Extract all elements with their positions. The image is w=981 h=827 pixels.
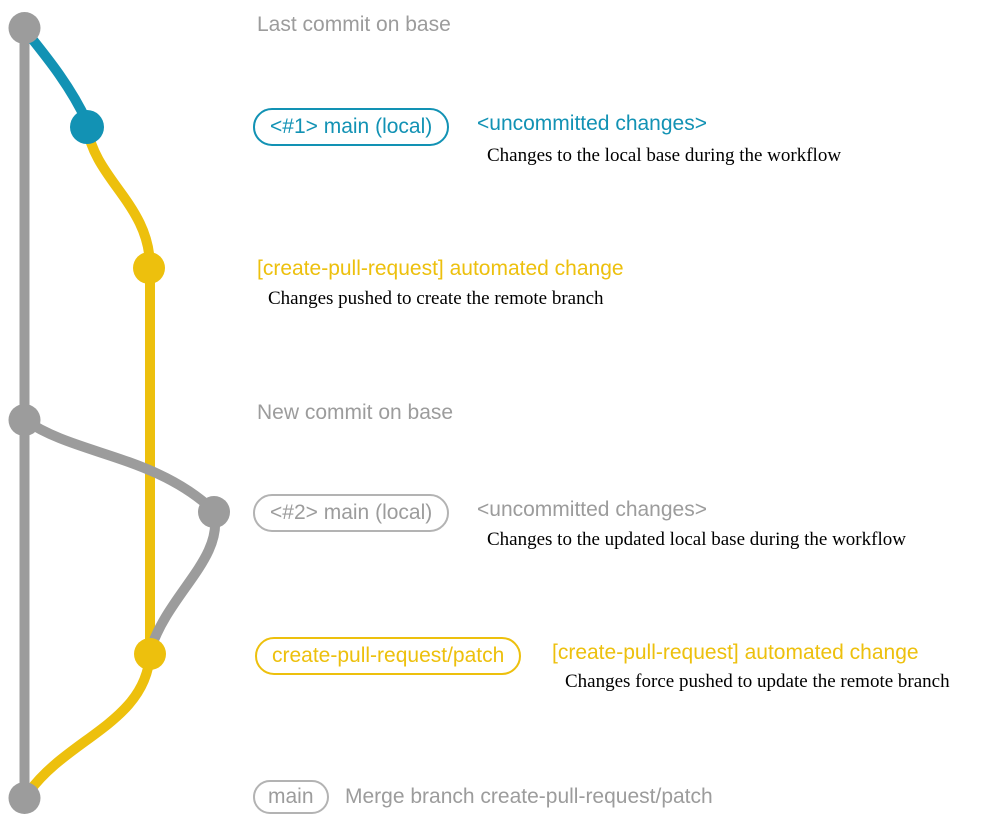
commit-dot-patch-2	[134, 638, 166, 670]
commit-dot-uncommitted-1	[70, 110, 104, 144]
rebase-edge-1	[20, 415, 219, 516]
description-uncommitted-changes-2: Changes to the updated local base during…	[487, 529, 906, 550]
badge-main: main	[253, 780, 329, 814]
commit-dot-uncommitted-2	[198, 496, 230, 528]
annotation-automated-change-2: [create-pull-request] automated change	[552, 641, 919, 664]
badge-patch-branch: create-pull-request/patch	[255, 637, 522, 675]
description-automated-change-2: Changes force pushed to update the remot…	[565, 671, 950, 692]
badge-main-local-1: <#1> main (local)	[253, 108, 450, 146]
annotation-automated-change-1: [create-pull-request] automated change	[257, 257, 624, 280]
commit-dot-last-base	[8, 12, 41, 44]
commit-dot-merge	[8, 782, 41, 814]
annotation-merge-branch: Merge branch create-pull-request/patch	[345, 785, 713, 808]
annotation-uncommitted-changes-1: <uncommitted changes>	[477, 112, 707, 135]
description-uncommitted-changes-1: Changes to the local base during the wor…	[487, 145, 842, 166]
commit-dot-patch-1	[133, 252, 165, 284]
annotation-new-commit-on-base: New commit on base	[257, 401, 454, 424]
annotation-last-commit-on-base: Last commit on base	[257, 13, 451, 36]
annotation-uncommitted-changes-2: <uncommitted changes>	[477, 498, 707, 521]
commit-dot-new-base	[8, 404, 41, 436]
badge-main-local-2: <#2> main (local)	[253, 494, 450, 532]
description-automated-change-1: Changes pushed to create the remote bran…	[268, 288, 604, 309]
